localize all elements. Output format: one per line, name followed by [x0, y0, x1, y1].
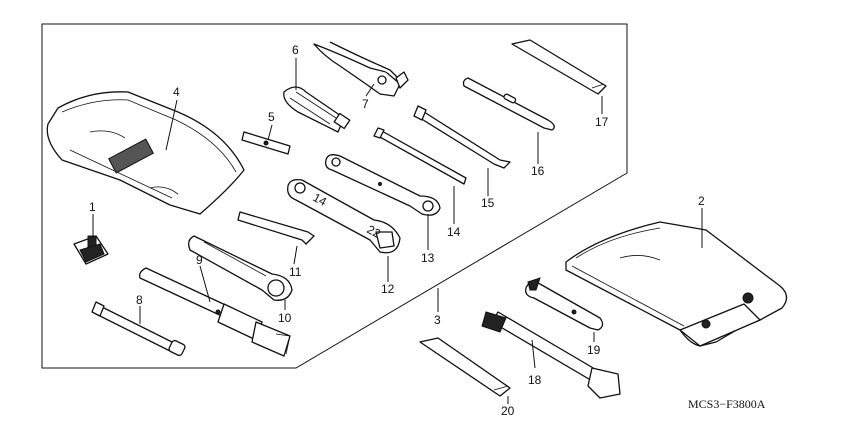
kit-boundary: [41, 23, 628, 369]
svg-text:14: 14: [311, 190, 330, 209]
tool-bag-right-part: [565, 221, 788, 347]
screwdriver-handle-part: [283, 86, 351, 133]
plate-part: [241, 131, 291, 155]
callout-4: 4: [173, 85, 180, 99]
leader-lines: [92, 58, 703, 404]
socket-handle-part: [138, 267, 291, 357]
callout-5: 5: [268, 110, 275, 124]
hex-key-part: [237, 211, 315, 245]
callout-1: 1: [89, 200, 96, 214]
clip-part: [73, 235, 109, 265]
figure-code: MCS3−F3800A: [688, 397, 766, 411]
callout-18: 18: [528, 373, 542, 387]
callout-3: 3: [434, 313, 441, 327]
callout-19: 19: [587, 343, 601, 357]
callout-9: 9: [196, 253, 203, 267]
callout-8: 8: [136, 293, 143, 307]
flat-strip-part: [462, 77, 555, 131]
callout-2: 2: [698, 194, 705, 208]
callout-12: 12: [381, 282, 395, 296]
screwdriver-blade-part: [413, 105, 511, 169]
svg-text:22: 22: [365, 222, 384, 241]
pliers-part: [313, 41, 409, 97]
callout-13: 13: [421, 251, 435, 265]
open-end-wrench-part: [525, 277, 604, 331]
callout-16: 16: [531, 164, 545, 178]
callout-15: 15: [481, 196, 495, 210]
screwdriver-shaft-part: [373, 127, 467, 185]
socket-wrench-part: [481, 311, 621, 399]
callout-17: 17: [595, 115, 609, 129]
callout-20: 20: [501, 404, 515, 418]
callout-14: 14: [447, 225, 461, 239]
callout-6: 6: [292, 43, 299, 57]
rubber-strip-bottom-part: [419, 337, 511, 397]
tool-bag-part: [46, 91, 245, 215]
callout-10: 10: [278, 311, 292, 325]
rubber-strip-top-part: [511, 39, 607, 95]
box-wrench-part: [188, 235, 293, 301]
extension-bar-part: [91, 301, 186, 357]
open-box-wrench-part: 14 22: [287, 178, 401, 254]
callout-7: 7: [362, 97, 369, 111]
ring-spanner-part: [324, 154, 441, 216]
callout-11: 11: [289, 265, 302, 279]
